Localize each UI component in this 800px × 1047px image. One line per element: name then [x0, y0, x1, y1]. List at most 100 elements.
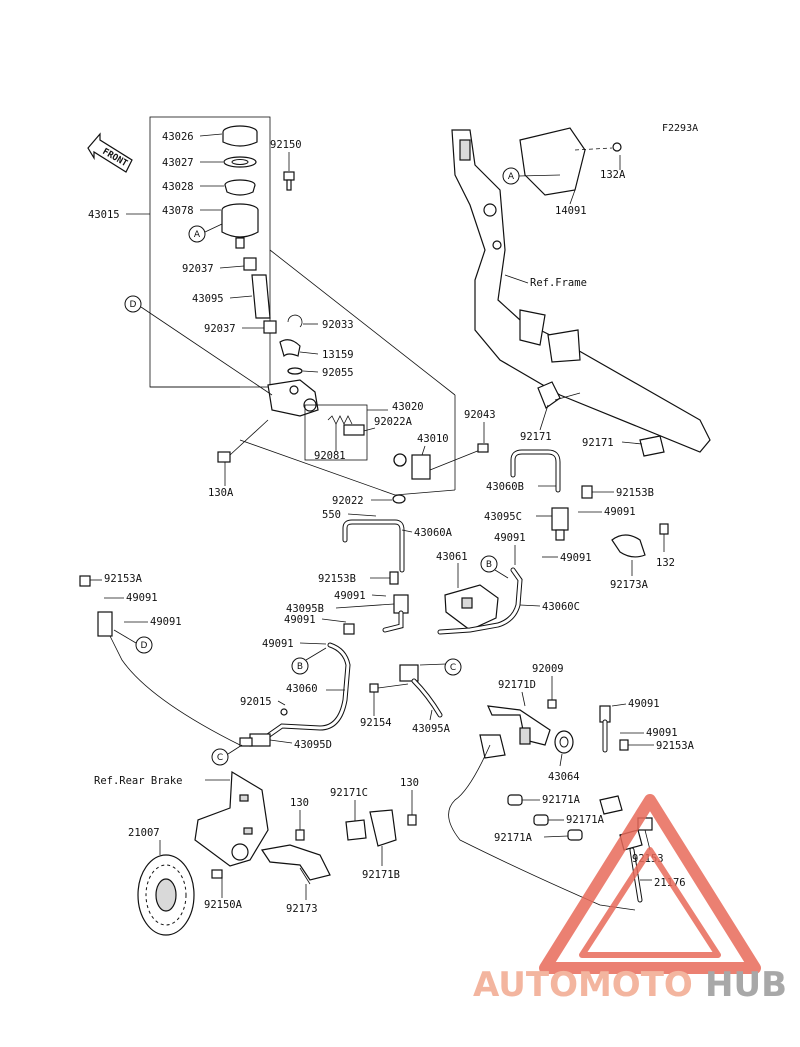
label-43028: 43028 — [162, 181, 194, 193]
spring-92081 — [327, 415, 353, 425]
svg-text:D: D — [130, 300, 137, 310]
diaphragm-43028 — [224, 179, 256, 196]
label-ref-rear-brake: Ref.Rear Brake — [94, 775, 183, 787]
circlip-43010 — [393, 453, 407, 467]
label-49091-b: 49091 — [284, 614, 316, 626]
bolt-92150 — [283, 171, 295, 191]
label-92150A: 92150A — [204, 899, 243, 911]
label-92171A-a: 92171A — [542, 794, 581, 806]
label-92171B: 92171B — [362, 869, 400, 881]
label-43060B: 43060B — [486, 481, 524, 493]
label-550: 550 — [322, 509, 341, 521]
bolt-130A — [217, 419, 269, 463]
label-14091: 14091 — [555, 205, 587, 217]
hose-fitting-left — [97, 611, 241, 746]
label-43095C: 43095C — [484, 511, 522, 523]
caliper-bracket — [194, 770, 269, 867]
label-132A: 132A — [600, 169, 626, 181]
o-ring-92055 — [287, 367, 303, 375]
watermark-text-automoto: AUTOMOTO — [473, 965, 693, 1005]
label-92154: 92154 — [360, 717, 392, 729]
watermark-logo: AUTOMOTO HUB — [473, 794, 787, 1005]
label-92171A-c: 92171A — [494, 832, 533, 844]
svg-text:C: C — [450, 663, 456, 673]
front-arrow-icon: FRONT — [87, 132, 133, 173]
label-43015: 43015 — [88, 209, 120, 221]
callout-c-center: C — [419, 658, 462, 676]
pipe-43060C — [437, 567, 523, 635]
master-cylinder-body — [267, 379, 319, 417]
pushrod-43010 — [411, 454, 431, 480]
clamp-92037-b — [263, 320, 277, 334]
clamp-92171A-c — [567, 829, 583, 841]
label-49091-g: 49091 — [646, 727, 678, 739]
hose-43095D — [239, 733, 271, 747]
label-92015: 92015 — [240, 696, 272, 708]
bolt-92153B-b — [581, 485, 593, 499]
label-92171-b: 92171 — [582, 437, 614, 449]
label-43060C: 43060C — [542, 601, 580, 613]
bolt-92154 — [369, 683, 409, 693]
label-ref-frame: Ref.Frame — [530, 277, 587, 289]
label-92081: 92081 — [314, 450, 346, 462]
label-49091-c: 49091 — [262, 638, 294, 650]
label-92171A-b: 92171A — [566, 814, 605, 826]
sensor-cable-21176 — [448, 744, 653, 911]
label-92173: 92173 — [286, 903, 318, 915]
label-92037-a: 92037 — [182, 263, 214, 275]
label-92153A-b: 92153A — [656, 740, 695, 752]
bracket-43061 — [444, 584, 499, 631]
diagram-code: F2293A — [662, 123, 698, 134]
label-43095: 43095 — [192, 293, 224, 305]
hose-43095 — [251, 274, 271, 319]
label-49091-i: 49091 — [604, 506, 636, 518]
label-43095A: 43095A — [412, 723, 451, 735]
label-92037-b: 92037 — [204, 323, 236, 335]
label-43010: 43010 — [417, 433, 449, 445]
label-92153A-a: 92153A — [104, 573, 143, 585]
bolt-130-b — [407, 814, 417, 826]
label-92171C: 92171C — [330, 787, 368, 799]
label-49091-j: 49091 — [560, 552, 592, 564]
callout-b-bracket: B — [480, 555, 509, 579]
label-92171D: 92171D — [498, 679, 536, 691]
svg-text:A: A — [194, 230, 201, 240]
label-92043: 92043 — [464, 409, 496, 421]
label-43026: 43026 — [162, 131, 194, 143]
hose-43095B — [382, 594, 409, 633]
bolt-92153A-a — [79, 575, 91, 587]
pipe-43060A — [342, 519, 405, 573]
reservoir-cap-43026 — [222, 125, 258, 147]
switch-bracket — [479, 705, 551, 759]
hose-right-fitting — [599, 705, 611, 753]
clamp-92173A — [611, 534, 646, 558]
label-130-b: 130 — [400, 777, 419, 789]
callout-a-frame: A — [502, 167, 561, 185]
fitting-13159 — [279, 339, 301, 358]
svg-text:A: A — [508, 172, 515, 182]
label-92033: 92033 — [322, 319, 354, 331]
label-92171-a: 92171 — [520, 431, 552, 443]
label-92009: 92009 — [532, 663, 564, 675]
svg-text:C: C — [217, 753, 223, 763]
label-132: 132 — [656, 557, 675, 569]
callout-d-left: D — [113, 629, 153, 654]
clamp-92171A-b — [533, 814, 549, 826]
label-13159: 13159 — [322, 349, 354, 361]
circlip-92033 — [287, 314, 303, 328]
bolt-92150A — [211, 869, 223, 879]
callout-b-left: B — [291, 647, 327, 675]
label-92153B-b: 92153B — [616, 487, 654, 499]
callout-d-master: D — [124, 295, 273, 396]
washer-92022 — [392, 494, 406, 504]
label-49091-f: 49091 — [628, 698, 660, 710]
hose-43095A — [399, 664, 443, 718]
label-43095D: 43095D — [294, 739, 332, 751]
grommet-43064 — [554, 730, 574, 754]
clamp-92173 — [260, 844, 331, 885]
label-43064: 43064 — [548, 771, 580, 783]
label-130A: 130A — [208, 487, 234, 499]
bolt-92153B-a — [389, 571, 399, 585]
bolt-130-a — [295, 829, 305, 841]
